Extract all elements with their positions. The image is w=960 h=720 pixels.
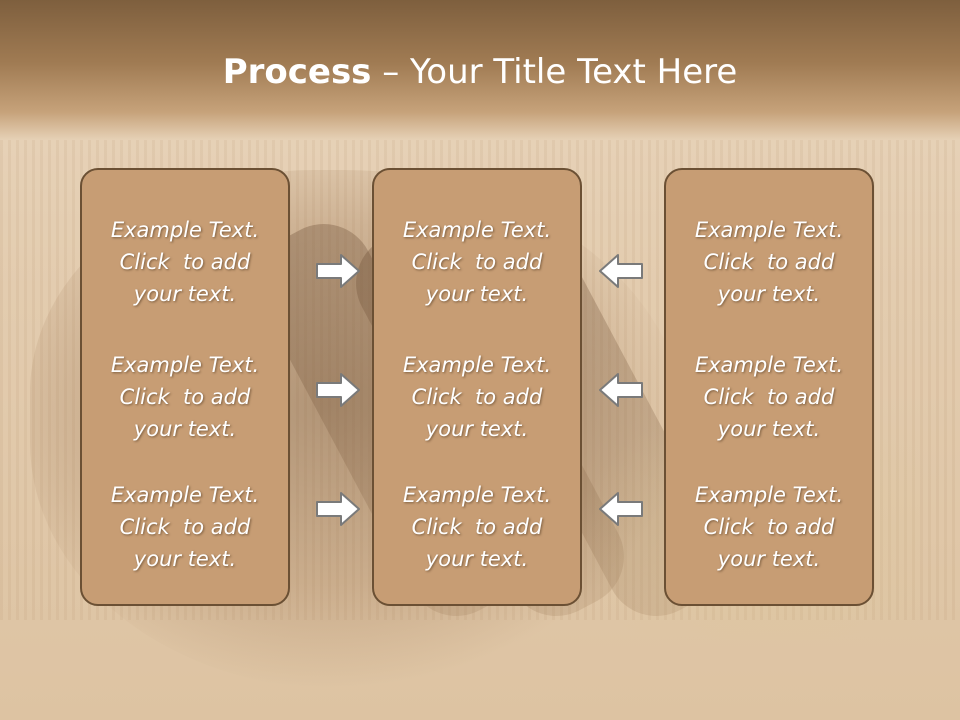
text-line: Click to add: [119, 250, 251, 274]
text-line: your text.: [425, 282, 529, 306]
text-line: Click to add: [411, 250, 543, 274]
header-band: [0, 0, 960, 140]
text-line: Click to add: [119, 515, 251, 539]
text-line: your text.: [717, 417, 821, 441]
text-placeholder[interactable]: Example Text. Click to add your text.: [666, 479, 872, 575]
text-line: Example Text.: [402, 353, 552, 377]
text-line: your text.: [425, 417, 529, 441]
text-line: Example Text.: [110, 218, 260, 242]
text-placeholder[interactable]: Example Text. Click to add your text.: [374, 479, 580, 575]
text-line: your text.: [425, 547, 529, 571]
text-line: Example Text.: [694, 483, 844, 507]
text-placeholder[interactable]: Example Text. Click to add your text.: [374, 349, 580, 445]
text-line: your text.: [717, 547, 821, 571]
text-line: Click to add: [119, 385, 251, 409]
arrow-right-icon: [316, 492, 360, 526]
text-line: Example Text.: [402, 218, 552, 242]
arrow-left-icon: [599, 373, 643, 407]
text-line: your text.: [717, 282, 821, 306]
text-line: Click to add: [411, 515, 543, 539]
text-line: your text.: [133, 547, 237, 571]
text-placeholder[interactable]: Example Text. Click to add your text.: [82, 349, 288, 445]
text-line: Example Text.: [402, 483, 552, 507]
arrow-left-icon: [599, 254, 643, 288]
process-box-center[interactable]: Example Text. Click to add your text. Ex…: [372, 168, 582, 606]
process-box-left[interactable]: Example Text. Click to add your text. Ex…: [80, 168, 290, 606]
text-placeholder[interactable]: Example Text. Click to add your text.: [666, 214, 872, 310]
title-bold: Process: [222, 52, 372, 92]
slide-title[interactable]: Process – Your Title Text Here: [0, 52, 960, 92]
arrow-right-icon: [316, 254, 360, 288]
text-line: Example Text.: [694, 353, 844, 377]
text-line: Click to add: [703, 385, 835, 409]
text-placeholder[interactable]: Example Text. Click to add your text.: [666, 349, 872, 445]
text-line: your text.: [133, 417, 237, 441]
arrow-right-icon: [316, 373, 360, 407]
text-line: Example Text.: [694, 218, 844, 242]
text-line: Example Text.: [110, 353, 260, 377]
process-box-right[interactable]: Example Text. Click to add your text. Ex…: [664, 168, 874, 606]
arrow-left-icon: [599, 492, 643, 526]
text-line: Click to add: [703, 515, 835, 539]
title-rest: – Your Title Text Here: [371, 52, 738, 92]
text-line: Click to add: [411, 385, 543, 409]
text-line: Click to add: [703, 250, 835, 274]
text-placeholder[interactable]: Example Text. Click to add your text.: [82, 214, 288, 310]
text-placeholder[interactable]: Example Text. Click to add your text.: [82, 479, 288, 575]
text-line: Example Text.: [110, 483, 260, 507]
text-line: your text.: [133, 282, 237, 306]
text-placeholder[interactable]: Example Text. Click to add your text.: [374, 214, 580, 310]
